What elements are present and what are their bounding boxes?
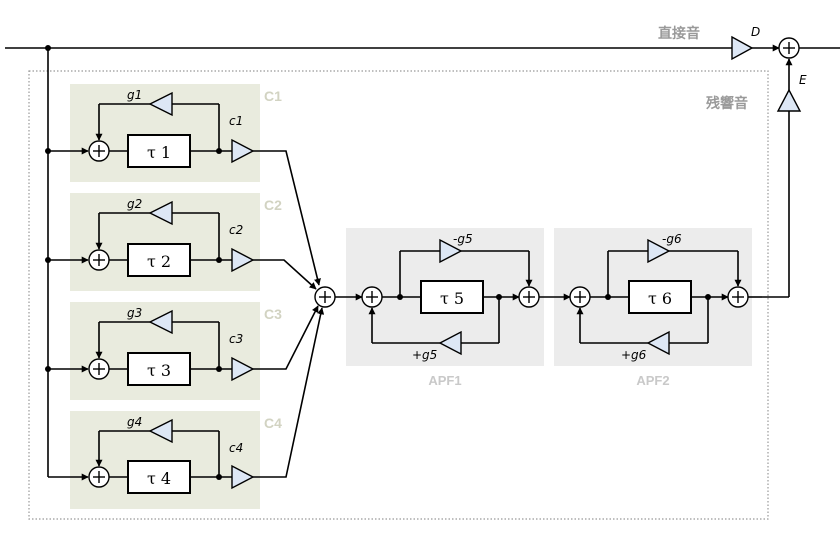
forward-gain-triangle [647, 238, 671, 264]
comb-c1-output-gain-label: c1 [229, 114, 243, 128]
reverb-gain-e-triangle [776, 88, 802, 112]
comb-c1-section-label: C1 [264, 88, 282, 104]
comb-filter-c1 [48, 91, 255, 168]
apf2-forward-gain-label: -g6 [662, 232, 682, 246]
comb-c4-feedback-gain-label: g4 [127, 415, 142, 429]
comb-c2-section-label: C2 [264, 197, 282, 213]
delay-box [127, 352, 191, 386]
output-gain-triangle [231, 138, 255, 164]
output-gain-triangle [231, 247, 255, 273]
comb-c4-delay-label: τ 4 [147, 469, 171, 488]
feedback-gain-triangle [148, 200, 173, 226]
direct-gain-label: D [751, 25, 760, 39]
apf1-section-label: APF1 [428, 373, 461, 388]
comb-c3-delay-label: τ 3 [147, 361, 171, 380]
comb-c3-output-gain-label: c3 [229, 332, 243, 346]
comb1-to-summer-wire [253, 150, 321, 286]
comb-filter-c4 [48, 418, 255, 494]
forward-gain-triangle [439, 238, 463, 264]
comb-c1-feedback-gain-label: g1 [127, 88, 142, 102]
feedback-gain-triangle [148, 418, 173, 444]
allpass-filter-apf1 [361, 238, 540, 356]
feedback-gain-triangle [646, 330, 670, 356]
comb-c3-feedback-gain-label: g3 [127, 306, 142, 320]
delay-box [628, 280, 692, 314]
comb-filter-c3 [48, 309, 255, 386]
feedback-gain-triangle [148, 309, 173, 335]
output-gain-triangle [231, 356, 255, 382]
reverb-gain-label: E [799, 73, 807, 87]
direct-gain-d-triangle [731, 35, 754, 61]
comb4-to-summer-wire [253, 307, 325, 478]
comb-c2-output-gain-label: c2 [229, 223, 243, 237]
feedback-gain-triangle [148, 91, 173, 117]
output-gain-triangle [231, 464, 255, 490]
comb-c4-output-gain-label: c4 [229, 441, 243, 455]
apf2-section-label: APF2 [636, 373, 669, 388]
apf2-feedback-gain-label: +g6 [621, 348, 647, 362]
comb-c2-delay-label: τ 2 [147, 252, 171, 271]
comb3-to-summer-wire [253, 305, 319, 370]
apf1-feedback-gain-label: +g5 [412, 348, 437, 362]
apf1-delay-label: τ 5 [440, 289, 464, 308]
comb2-to-summer-wire [253, 259, 317, 290]
reverb-region [28, 70, 769, 520]
delay-box [127, 134, 191, 168]
comb-c4-section-label: C4 [264, 415, 282, 431]
feedback-gain-triangle [438, 330, 462, 356]
direct-path-label: 直接音 [658, 25, 700, 42]
apf1-forward-gain-label: -g5 [453, 232, 473, 246]
comb-c1-delay-label: τ 1 [147, 143, 171, 162]
reverb-path-label: 残響音 [706, 95, 748, 112]
input-split-node [45, 45, 51, 51]
allpass-filter-apf2 [569, 238, 749, 356]
comb-c3-section-label: C3 [264, 306, 282, 322]
comb-filter-c2 [48, 200, 255, 277]
comb-c2-feedback-gain-label: g2 [127, 197, 142, 211]
apf2-delay-label: τ 6 [648, 289, 672, 308]
